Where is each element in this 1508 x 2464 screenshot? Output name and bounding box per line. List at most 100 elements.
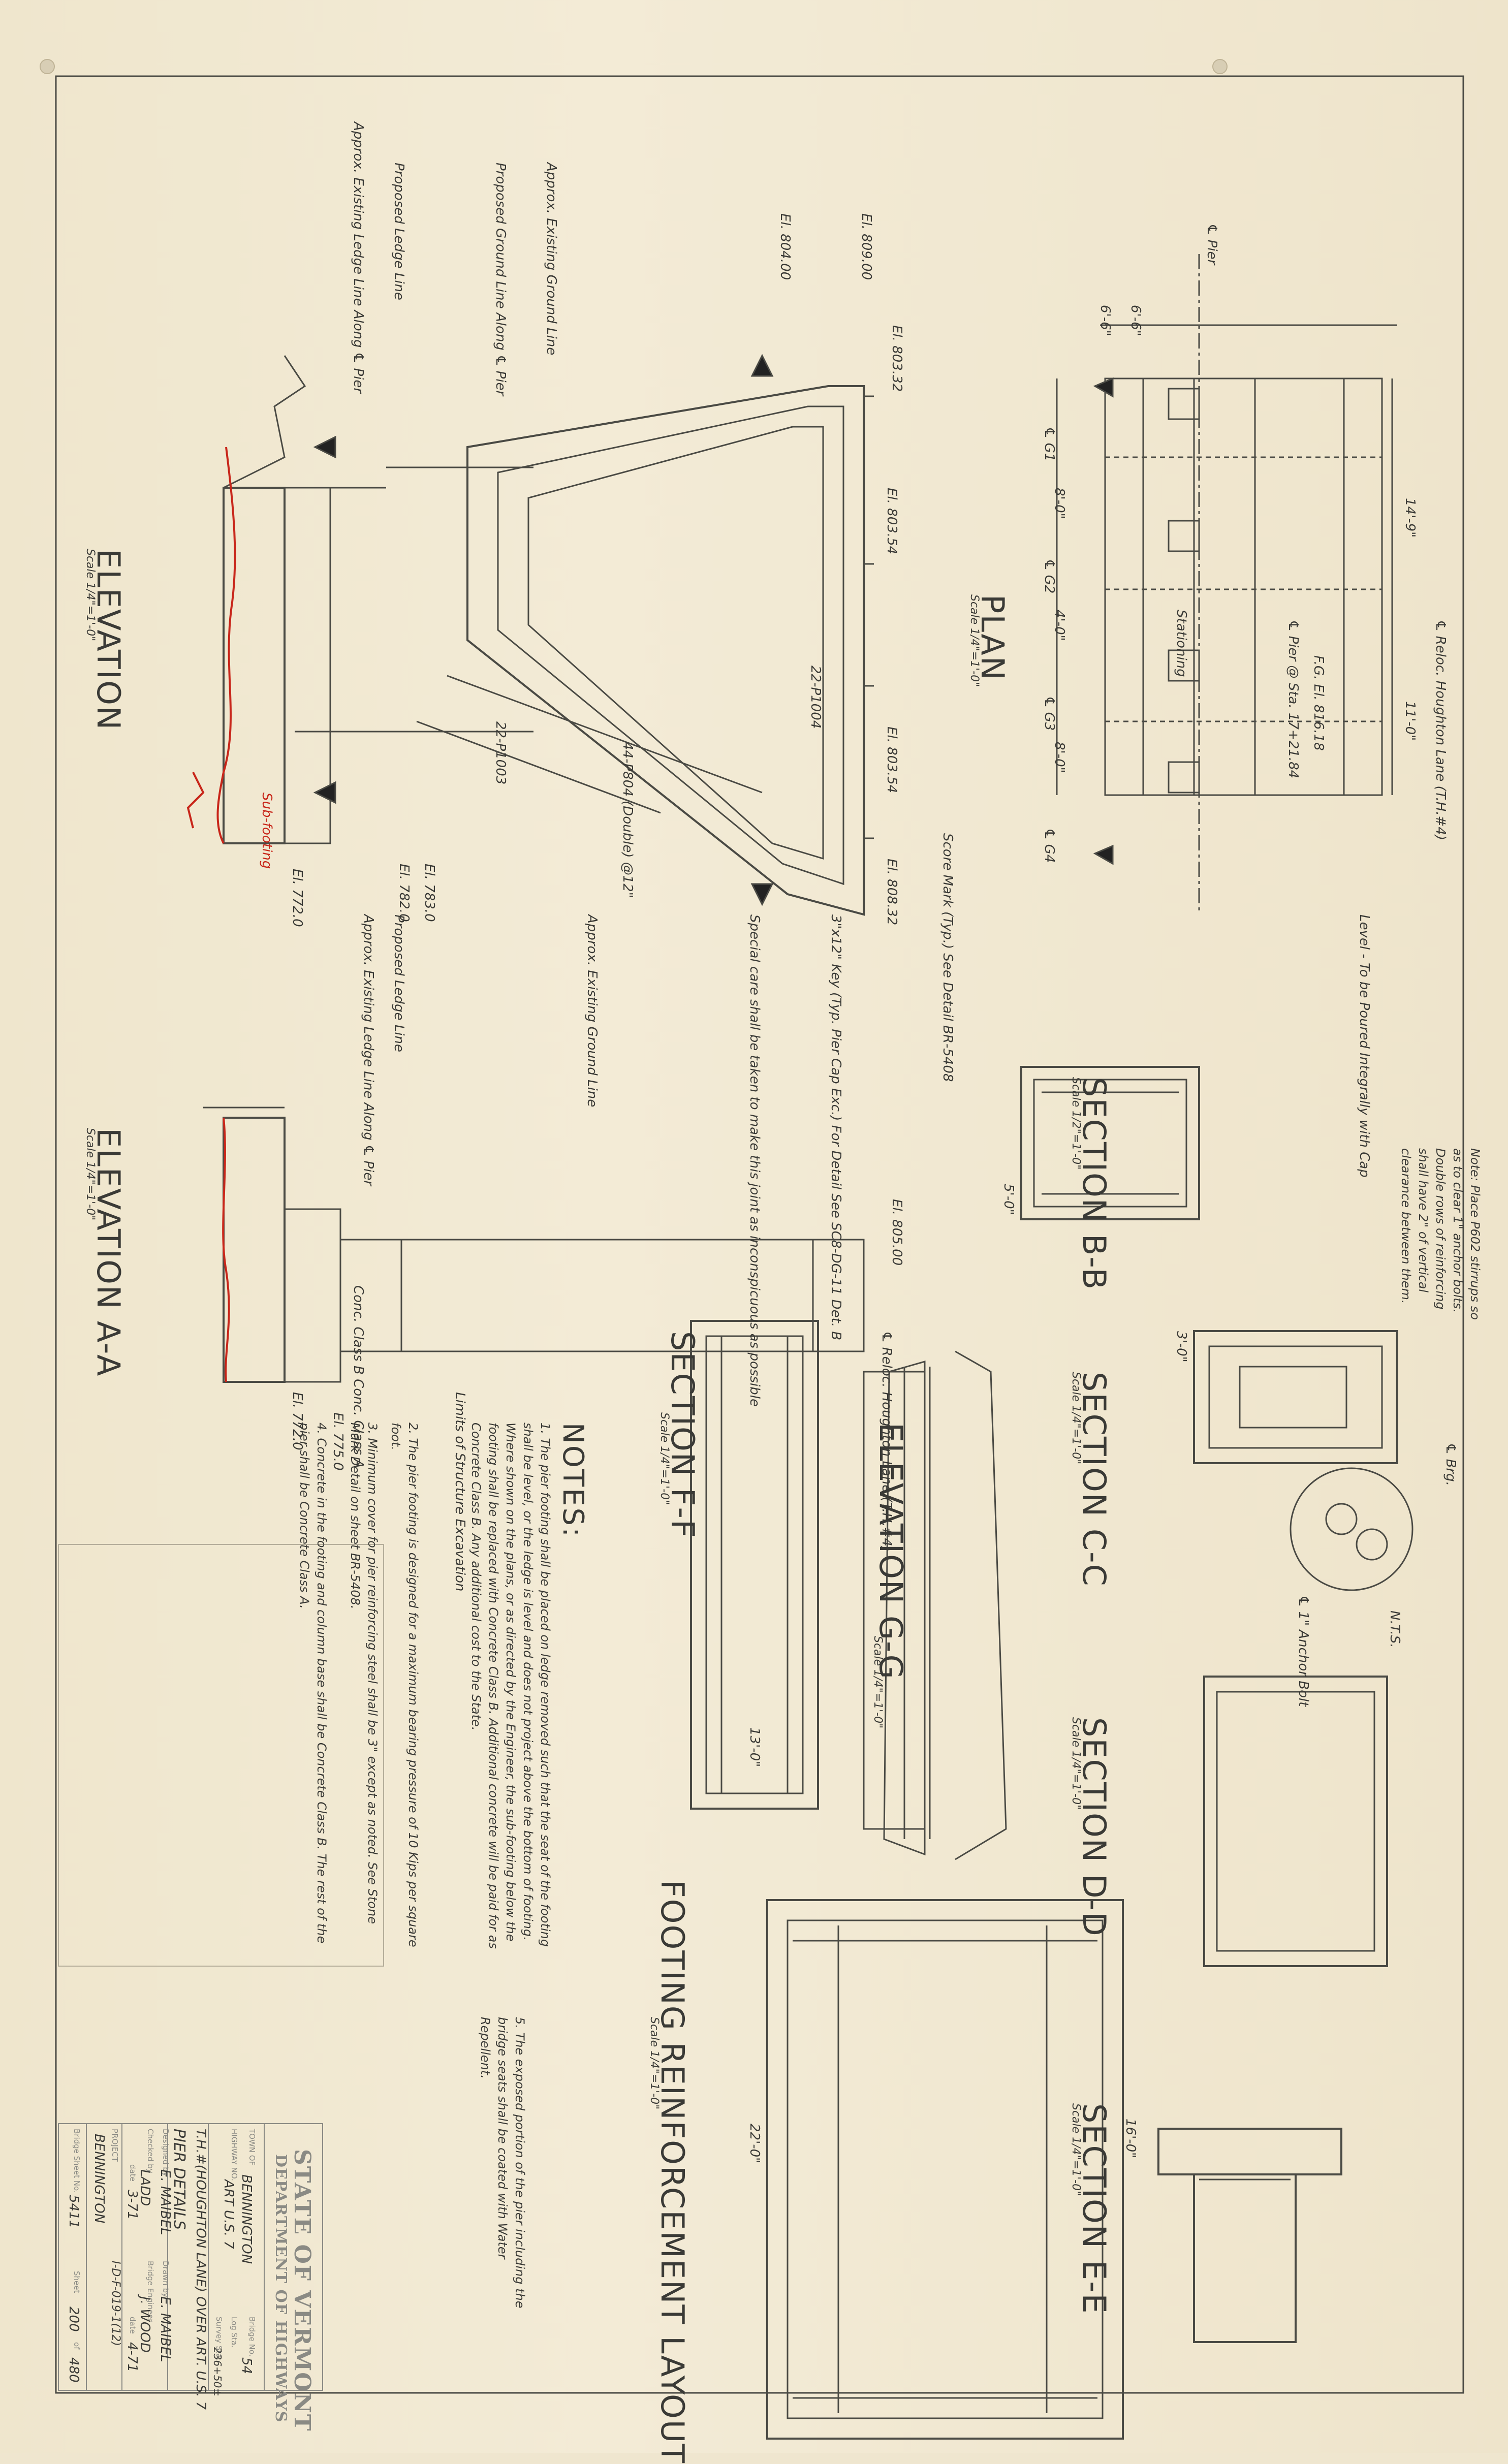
tb-town-label: TOWN OF	[247, 2129, 257, 2166]
note-5: 5. The exposed portion of the pier inclu…	[478, 2017, 527, 2309]
plan-stationing: Stationing	[1174, 610, 1189, 677]
plan-pier-sta: ℄ Pier @ Sta. 17+21.84	[1285, 620, 1301, 779]
plan-dim-14-9: 14'-9"	[1402, 498, 1418, 538]
tb-project: BENNINGTON	[91, 2134, 107, 2224]
tb-drawn: E. MAIBEL	[158, 2296, 173, 2362]
tb-date2-label: date	[128, 2317, 137, 2334]
label-proposed-ledge: Proposed Ledge Line	[391, 163, 406, 300]
tb-bridge-no-label: Bridge No.	[247, 2317, 257, 2357]
el-80354a: El. 803.54	[884, 488, 899, 555]
tb-state: STATE OF VERMONT	[289, 2149, 315, 2432]
label-approx-ledge: Approx. Existing Ledge Line Along ℄ Pier	[351, 122, 366, 394]
plan-fg-el: F.G. El. 816.18	[1311, 655, 1326, 751]
tb-designed: E. MAIBEL	[158, 2169, 173, 2235]
plan-dim-11-0: 11'-0"	[1402, 701, 1418, 741]
tb-date1: 3-71	[124, 2190, 140, 2220]
label-proposed-ground: Proposed Ground Line Along ℄ Pier	[493, 163, 508, 396]
note-3: 3. Minimum cover for pier reinforcing st…	[348, 1423, 380, 1924]
footing-dim-22: 22'-0"	[747, 2124, 762, 2164]
elevation-scale: Scale 1/4"=1'-0"	[84, 549, 97, 642]
notes-shadow	[58, 1544, 384, 1967]
el-772: El. 772.0	[290, 869, 305, 927]
tb-log-sta-label: Log Sta.	[230, 2317, 239, 2348]
plan-dim-8-0b: 8'-0"	[1052, 742, 1067, 773]
label-score-mark: Score Mark (Typ.) See Detail BR-5408	[940, 833, 955, 1082]
girder-label-g3: ℄ G3	[1042, 696, 1057, 731]
section-cc-scale: Scale 1/4"=1'-0"	[1070, 1372, 1082, 1465]
footing-layout-view	[766, 1899, 1124, 2440]
el-7830: El. 783.0	[422, 864, 437, 922]
footing-dim-13: 13'-0"	[747, 1727, 762, 1767]
tb-department: DEPARTMENT OF HIGHWAYS	[272, 2154, 290, 2423]
note-4: 4. Concrete in the footing and column ba…	[297, 1423, 329, 1944]
elevation-aa-view	[203, 1107, 865, 1383]
punch-hole	[40, 59, 55, 74]
tb-crossing: T.H.#(HOUGHTON LANE) OVER ART. U.S. 7	[193, 2129, 208, 2410]
label-approx-ground: Approx. Existing Ground Line	[544, 163, 559, 356]
label-p804: 44-P804 (Double) @12"	[620, 742, 635, 898]
cc-cl-brg: ℄ Brg.	[1443, 1443, 1458, 1486]
tb-bridge-sheet: 5411	[66, 2195, 81, 2229]
bb-level-pour: Level - To be Poured Integrally with Cap	[1357, 914, 1372, 1178]
tb-sheet-label: Sheet	[72, 2271, 81, 2293]
plan-dim-8-0a: 8'-0"	[1052, 488, 1067, 519]
section-ff-scale: Scale 1/4"=1'-0"	[658, 1412, 671, 1505]
section-bb-view	[1020, 1066, 1200, 1220]
aa-approx-ledge: Approx. Existing Ledge Line Along ℄ Pier	[361, 914, 376, 1186]
tb-of-label: of	[72, 2342, 81, 2350]
tb-project-label: PROJECT	[110, 2129, 119, 2162]
tb-date1-label: date	[128, 2164, 137, 2182]
tb-sheet-title: PIER DETAILS	[170, 2129, 188, 2230]
section-ff-view	[690, 1320, 819, 1810]
aa-approx-ground: Approx. Existing Ground Line	[584, 914, 600, 1108]
plan-pier-cl: ℄ Pier	[1204, 224, 1219, 265]
footing-scale: Scale 1/4"=1'-0"	[648, 2017, 661, 2110]
note-2: 2. The pier footing is designed for a ma…	[389, 1423, 420, 1947]
cc-nts: N.T.S.	[1387, 1610, 1402, 1648]
note-1: 1. The pier footing shall be placed on l…	[469, 1423, 552, 1949]
plan-view	[1056, 254, 1397, 914]
bb-dim-5-0: 5'-0"	[1001, 1184, 1016, 1215]
footing-dim-16: 16'-0"	[1123, 2119, 1138, 2159]
punch-hole	[1212, 59, 1228, 74]
tb-of: 480	[66, 2357, 81, 2383]
label-sub-footing: Sub-footing	[259, 793, 274, 869]
elevation-gg-view	[863, 1350, 1007, 1860]
tb-bridge-no: 54	[239, 2357, 254, 2375]
section-ee-scale: Scale 1/4"=1'-0"	[1070, 2103, 1082, 2196]
tb-drawn-label: Drawn by	[161, 2261, 170, 2297]
girder-label-g4: ℄ G4	[1042, 828, 1057, 863]
label-special-care: Special care shall be taken to make this…	[747, 914, 762, 1407]
girder-label-g1: ℄ G1	[1042, 427, 1057, 462]
cc-anchor-bolt: ℄ 1" Anchor Bolt	[1296, 1595, 1311, 1707]
el-80332: El. 803.32	[889, 325, 904, 392]
aa-el-805: El. 805.00	[889, 1199, 904, 1266]
plan-dim-4-0: 4'-0"	[1052, 610, 1067, 641]
section-cc-view	[1193, 1330, 1413, 1591]
aa-structure-exc: Limits of Structure Excavation	[452, 1392, 467, 1592]
el-809: El. 809.00	[859, 213, 874, 280]
label-keyway: 3"x12" Key (Typ. Pier Cap Exc.) For Deta…	[828, 914, 843, 1341]
footing-title: FOOTING REINFORCEMENT LAYOUT	[654, 1880, 691, 2464]
tb-checked-label: Checked by	[146, 2129, 155, 2173]
aa-el-775: El. 775.0	[330, 1412, 345, 1471]
plan-dim-6-6a: 6'-6"	[1097, 305, 1113, 336]
elevation-gg-scale: Scale 1/4"=1'-0"	[871, 1636, 884, 1729]
section-dd-view	[1203, 1676, 1388, 1967]
border-frame	[55, 75, 1464, 2394]
tb-date2: 4-71	[124, 2342, 140, 2373]
tb-town: BENNINGTON	[239, 2174, 254, 2264]
red-markup	[186, 447, 236, 1382]
section-ee-view	[1157, 2128, 1342, 2343]
section-bb-scale: Scale 1/2"=1'-0"	[1070, 1077, 1082, 1170]
tb-highway: ART U.S. 7	[221, 2179, 236, 2249]
tb-sheet: 200	[66, 2307, 81, 2332]
cc-dim-3-0: 3'-0"	[1174, 1331, 1189, 1363]
tb-survey-sta: 236+50±	[211, 2347, 224, 2397]
elevation-view	[223, 354, 874, 916]
plan-relocated-lane: ℄ Reloc. Houghton Lane (T.H.#4)	[1433, 620, 1448, 841]
el-80354b: El. 803.54	[884, 726, 899, 794]
notes-header: NOTES:	[556, 1423, 589, 1538]
